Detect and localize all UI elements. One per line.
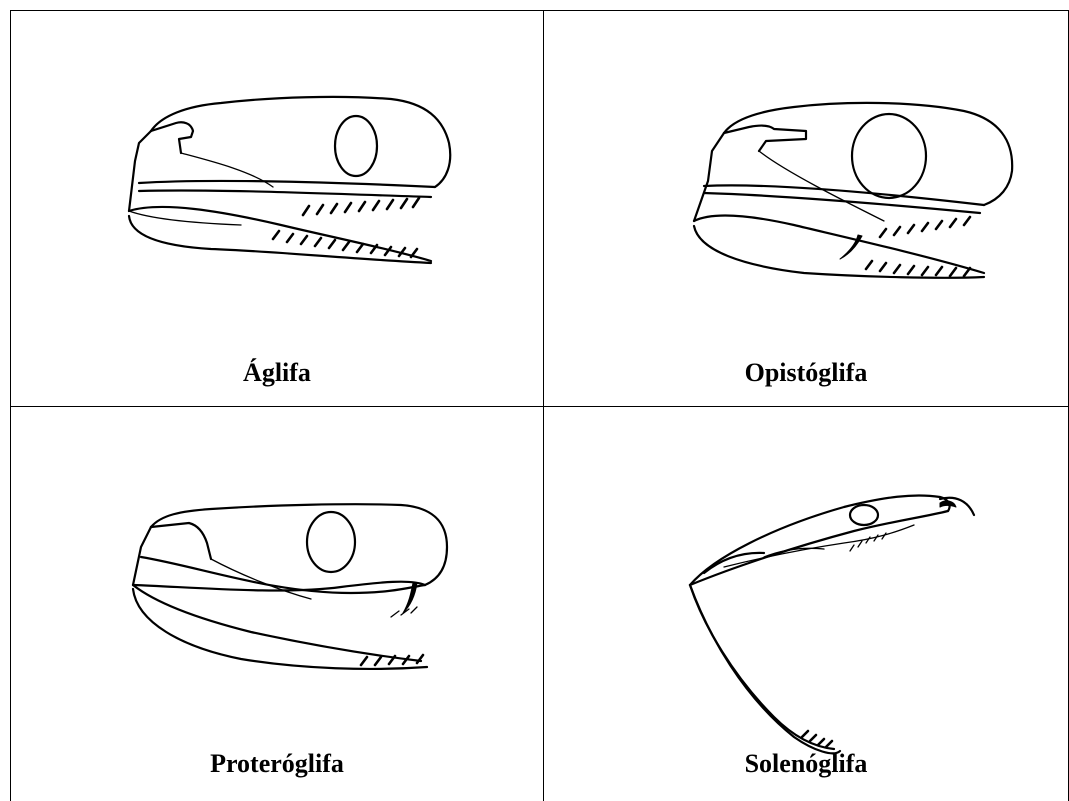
aglyphous-skull-drawing (11, 11, 543, 406)
cell-opistoglifa: Opistóglifa (544, 11, 1068, 406)
proteroglyphous-skull-drawing (11, 407, 543, 801)
label-solenoglifa: Solenóglifa (544, 749, 1068, 779)
dentition-types-table: Áglifa Opistóglifa (10, 10, 1069, 801)
label-proteroglifa: Proteróglifa (11, 749, 543, 779)
cell-aglifa: Áglifa (11, 11, 543, 406)
opisthoglyphous-skull-drawing (544, 11, 1068, 406)
solenoglyphous-skull-drawing (544, 407, 1068, 801)
label-aglifa: Áglifa (11, 358, 543, 388)
cell-solenoglifa: Solenóglifa (544, 407, 1068, 801)
label-opistoglifa: Opistóglifa (544, 358, 1068, 388)
cell-proteroglifa: Proteróglifa (11, 407, 543, 801)
